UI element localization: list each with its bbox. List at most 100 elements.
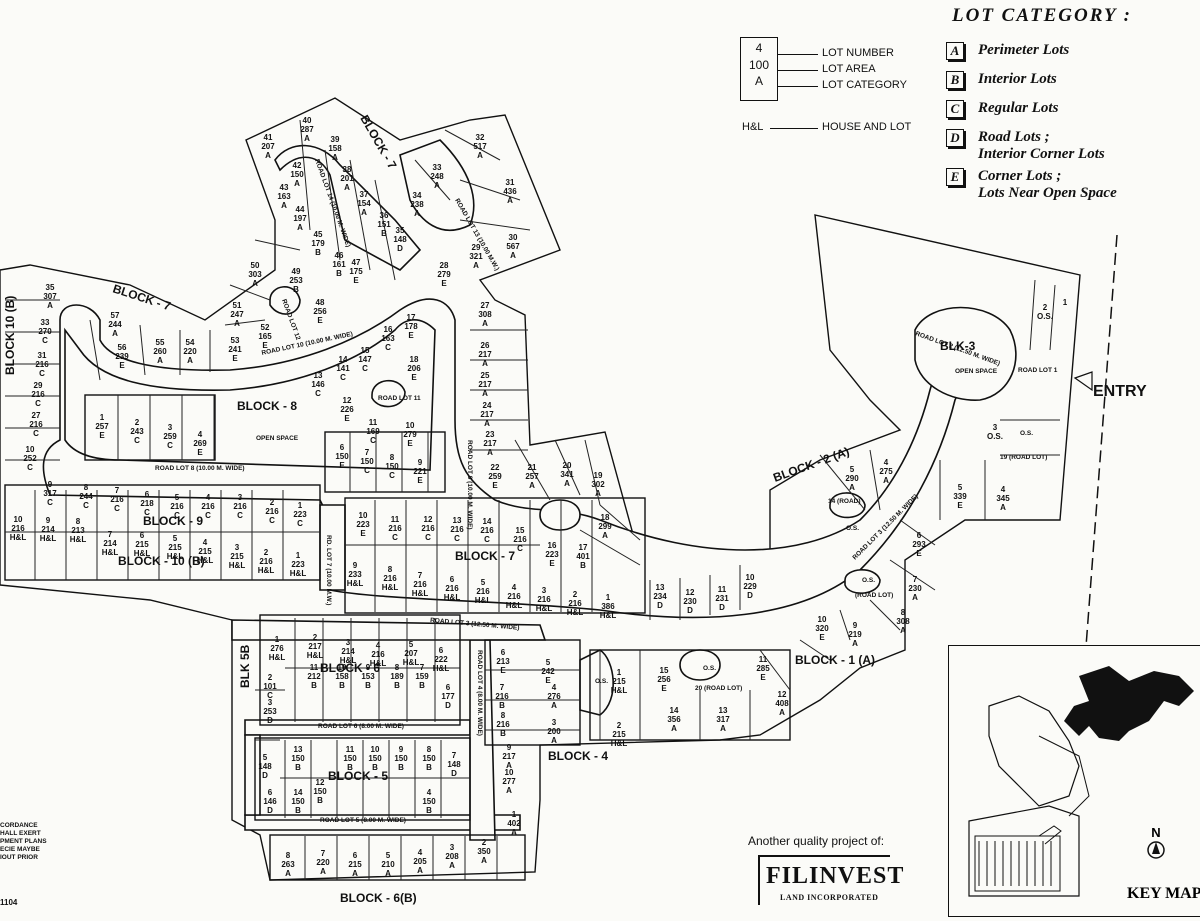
lot-number: 7	[500, 683, 505, 692]
lot-area: 216	[476, 587, 490, 596]
key-map-title: KEY MAP	[1127, 885, 1200, 902]
lot-divider	[414, 159, 451, 201]
lot-category: A	[473, 261, 479, 270]
lot-area: 308	[478, 310, 492, 319]
entry-arrow-icon	[1073, 371, 1093, 392]
note-line: PMENT PLANS	[0, 838, 47, 845]
lot-category-code: D	[946, 129, 964, 147]
lot-number: 6	[353, 851, 358, 860]
notes-code: 1104	[0, 898, 18, 907]
lot-category: A	[434, 181, 440, 190]
lot-area: 216	[495, 692, 509, 701]
lot-area: 341	[560, 470, 574, 479]
lot-number: 31	[506, 178, 515, 187]
lot-number: 3	[235, 543, 240, 552]
legend-key: 4 100 A LOT NUMBER LOT AREA LOT CATEGORY…	[740, 37, 940, 147]
block-label: BLOCK - 7	[357, 113, 399, 172]
lot-category: H&L	[403, 658, 420, 667]
lot-number: 25	[481, 371, 490, 380]
lot-area: 158	[328, 144, 342, 153]
lot-number: 12	[424, 515, 433, 524]
lot-category: C	[134, 436, 140, 445]
lot-divider	[869, 449, 881, 511]
lot-category: E	[441, 279, 447, 288]
lot-area: 216	[496, 720, 510, 729]
lot-area: 220	[316, 858, 330, 867]
lot-area: 189	[390, 672, 404, 681]
lot-number: 5	[481, 578, 486, 587]
lot-area: 217	[308, 642, 322, 651]
legend-sample-category: A	[754, 74, 763, 88]
lot-number: 21	[528, 463, 537, 472]
lot-category: H&L	[433, 664, 450, 673]
lot-number: 8	[84, 483, 89, 492]
lot-number: 4	[884, 458, 889, 467]
lot-divider	[374, 179, 396, 281]
road-label: RD. LOT 7 (10.00 M.W.)	[325, 535, 332, 605]
lot-category: E	[545, 676, 551, 685]
lot-category: D	[445, 701, 451, 710]
lot-number: 4	[427, 788, 432, 797]
filinvest-logo: FILINVEST LAND INCORPORATED	[758, 855, 903, 905]
lot-category: D	[719, 603, 725, 612]
lot-category: A	[252, 279, 258, 288]
lot-number: 5	[175, 493, 180, 502]
lot-area: 217	[502, 752, 516, 761]
lot-number: 10	[818, 615, 827, 624]
lot-area: 214	[341, 647, 355, 656]
lot-category: A	[414, 209, 420, 218]
lot-area: 216	[201, 502, 215, 511]
lot-category: E	[353, 276, 359, 285]
lot-number: 2	[482, 838, 487, 847]
lot-divider	[799, 639, 831, 661]
lot-number: 27	[32, 411, 41, 420]
lot-area: 290	[845, 474, 859, 483]
lot-area: 179	[311, 239, 325, 248]
lot-category: A	[900, 626, 906, 635]
lot-area: 215	[198, 547, 212, 556]
lot-divider	[254, 239, 301, 251]
lot-area: 216	[31, 390, 45, 399]
lot-number: 2	[617, 721, 622, 730]
lot-number: 15	[660, 666, 669, 675]
lot-area: 151	[377, 220, 391, 229]
lot-area: 158	[335, 672, 349, 681]
lot-number: 4	[198, 430, 203, 439]
lot-category: D	[267, 806, 273, 815]
lot-area: 150	[385, 462, 399, 471]
block-label: BLOCK - 4	[548, 749, 608, 763]
lot-area: 260	[153, 347, 167, 356]
lot-number: 9	[366, 663, 371, 672]
lot-area: 219	[848, 630, 862, 639]
lot-number: 40	[303, 116, 312, 125]
lot-number: 2	[135, 418, 140, 427]
lot-area: 436	[503, 187, 517, 196]
lot-category: A	[511, 828, 517, 837]
lot-category-code: B	[946, 71, 964, 89]
lot-category: A	[112, 329, 118, 338]
lot-area: 253	[263, 707, 277, 716]
lot-area: 241	[228, 345, 242, 354]
lot-area: 205	[413, 857, 427, 866]
